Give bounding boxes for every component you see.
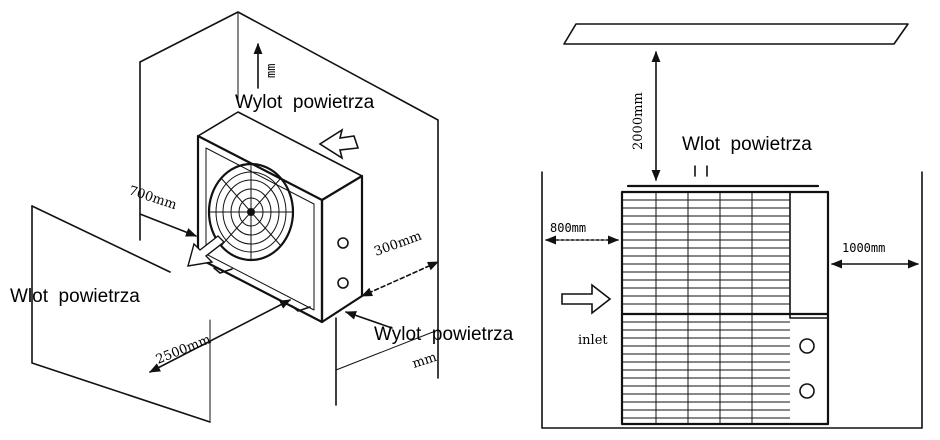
dimension-arrows-right bbox=[544, 50, 920, 269]
walls-and-floor bbox=[541, 171, 923, 429]
dim-2500mm: 2500mm bbox=[154, 332, 213, 368]
label-inlet: inlet bbox=[578, 333, 608, 348]
left-isometric-view: mm Wylot powietrza 700mm 300mm Wlot powi… bbox=[10, 11, 514, 423]
air-inlet-arrow-top bbox=[318, 128, 360, 160]
front-wall-left bbox=[31, 205, 211, 423]
dim-2000mm: 2000mm bbox=[631, 92, 646, 150]
dim-700mm: 700mm bbox=[127, 184, 179, 214]
back-wall-right bbox=[139, 11, 439, 406]
label-air-outlet-top: Wylot powietrza bbox=[235, 92, 375, 113]
right-front-view: 2000mm Wlot powietrza 800mm 1000mm inlet bbox=[541, 23, 923, 429]
label-air-inlet-top-right: Wlot powietrza bbox=[682, 134, 812, 155]
ceiling-slab bbox=[563, 23, 909, 45]
dimension-arrows-left bbox=[139, 42, 440, 373]
dim-300mm: 300mm bbox=[372, 229, 424, 260]
heat-pump-unit-front bbox=[620, 165, 830, 426]
coil-fins bbox=[622, 192, 790, 424]
dim-top-mm: mm bbox=[264, 64, 278, 78]
dim-1000mm: 1000mm bbox=[842, 241, 885, 255]
label-air-outlet-bottom: Wylot powietrza bbox=[374, 324, 514, 345]
air-outlet-arrow bbox=[187, 235, 226, 267]
fan-grille bbox=[207, 162, 295, 262]
dim-800mm: 800mm bbox=[550, 221, 586, 235]
label-air-inlet-left: Wlot powietrza bbox=[10, 286, 140, 307]
dim-bottom-partial-mm: mm bbox=[411, 350, 439, 372]
air-inlet-arrow-right bbox=[561, 283, 612, 315]
